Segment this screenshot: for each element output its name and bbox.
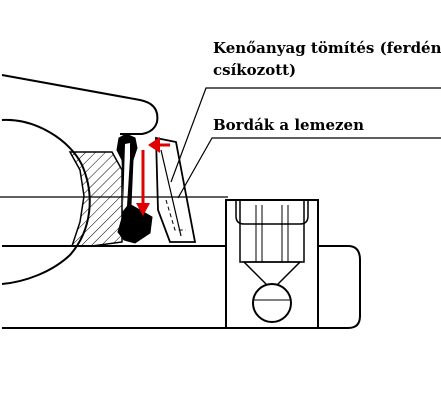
leader-line-seal [170, 87, 441, 183]
inner-ring-hatched [68, 151, 123, 247]
plate-rib [160, 149, 182, 237]
housing-outline [1, 74, 159, 135]
seal-label-line2: csíkozott) [213, 61, 297, 79]
seal-label-line1: Kenőanyag tömítés (ferdén [213, 39, 441, 57]
red-arrow-vertical [136, 150, 150, 216]
fitting-block-inner [235, 200, 309, 225]
plate-dashed-inner [165, 199, 186, 231]
thread-lines [255, 205, 289, 262]
leader-line-ribs [177, 137, 441, 199]
ribs-label: Bordák a lemezen [213, 116, 364, 134]
shaft-arc [1, 118, 91, 285]
fitting-cone [242, 261, 302, 292]
base-plate [2, 245, 361, 329]
shield-plate [155, 136, 197, 243]
red-arrow-horizontal [148, 137, 170, 153]
fitting-ball [252, 283, 292, 323]
seal-inner-cavity [123, 143, 130, 211]
